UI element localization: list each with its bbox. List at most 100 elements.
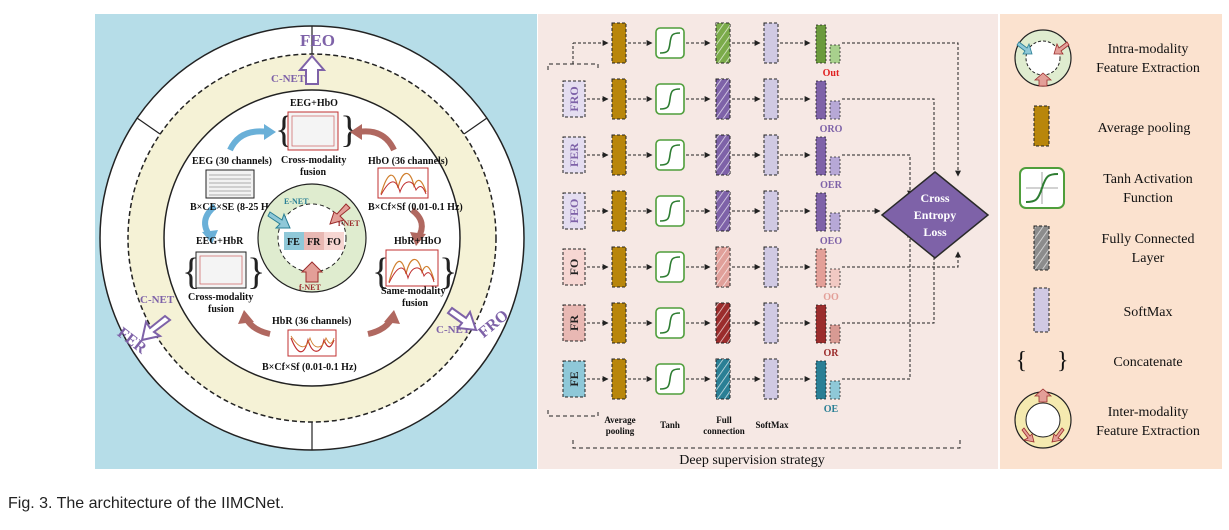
fnet-top-label: f-NET xyxy=(338,219,360,228)
cnet-left-label: C-NET xyxy=(140,294,175,306)
loss-line-3: Loss xyxy=(923,225,947,239)
legend-pool-label: Average pooling xyxy=(1098,121,1191,136)
out-bar-1-3 xyxy=(815,192,827,232)
legend: Intra-modality Feature Extraction Averag… xyxy=(1014,29,1200,449)
legend-pool-icon xyxy=(1033,105,1050,147)
pool-block-1 xyxy=(611,78,627,120)
fusion-1-label: fusion xyxy=(300,167,327,178)
route-loss-4 xyxy=(842,251,961,268)
pool-block-5 xyxy=(611,302,627,344)
out-bar-2-0 xyxy=(829,44,841,64)
tanh-curve-icon-3 xyxy=(659,200,681,222)
pool-block-2 xyxy=(611,134,627,176)
route-loss-2 xyxy=(842,154,913,197)
output-label-1: ORO xyxy=(820,124,843,135)
input-box-3 xyxy=(562,192,586,230)
input-label-3: FEO xyxy=(567,199,581,224)
softmax-block-6 xyxy=(763,358,779,400)
enet-arrow-icon xyxy=(267,211,291,229)
legend-intra-label-2: Feature Extraction xyxy=(1096,61,1200,76)
legend-softmax-icon xyxy=(1033,287,1050,333)
input-label-4: FO xyxy=(567,259,581,276)
route-loss-6 xyxy=(842,231,913,380)
col-fc-label-1: Full xyxy=(716,415,732,425)
out-bar-2-6 xyxy=(829,380,841,400)
input-label-5: FR xyxy=(567,315,581,331)
legend-softmax-label: SoftMax xyxy=(1124,305,1173,320)
fe-label: FE xyxy=(287,237,300,248)
col-softmax-label: SoftMax xyxy=(756,420,789,430)
hbr-channels-label: HbR (36 channels) xyxy=(272,316,351,327)
col-tanh-label: Tanh xyxy=(660,420,680,430)
out-bar-2-5 xyxy=(829,324,841,344)
input-brace-bottom xyxy=(547,410,599,417)
col-pool-label-1: Average xyxy=(604,415,635,425)
out-bar-1-4 xyxy=(815,248,827,288)
out-bar-1-2 xyxy=(815,136,827,176)
fc-hatch-4 xyxy=(716,247,730,287)
col-fc-label-2: connection xyxy=(703,426,745,436)
cross-fusion-2-label: Cross-modality xyxy=(188,292,253,303)
tanh-curve-icon-4 xyxy=(659,256,681,278)
output-label-2: OER xyxy=(820,180,842,191)
output-label-5: OR xyxy=(824,348,840,359)
eeg-hbo-label: EEG+HbO xyxy=(290,98,338,109)
legend-concat-icon: { } xyxy=(1015,348,1068,374)
out-bar-2-1 xyxy=(829,100,841,120)
out-bar-1-6 xyxy=(815,360,827,400)
softmax-block-0 xyxy=(763,22,779,64)
pool-block-3 xyxy=(611,190,627,232)
pool-block-4 xyxy=(611,246,627,288)
out-bar-2-3 xyxy=(829,212,841,232)
route-loss-1 xyxy=(842,98,937,187)
curve-arrow-blue-top-icon xyxy=(227,128,269,152)
eeg-dims-label: B×CE×SE (8-25 Hz) xyxy=(190,202,276,213)
softmax-block-4 xyxy=(763,246,779,288)
input-box-6 xyxy=(562,360,586,398)
input-label-2: FER xyxy=(567,143,581,167)
figure-caption: Fig. 3. The architecture of the IIMCNet. xyxy=(8,495,285,512)
hbr-hbo-label: HbR+HbO xyxy=(394,236,442,247)
fusion-3-label: fusion xyxy=(402,298,429,309)
tanh-curve-icon-6 xyxy=(659,368,681,390)
hbo-channels-label: HbO (36 channels) xyxy=(368,156,448,167)
cnet-left-arrow-icon xyxy=(140,314,172,342)
fnet-bottom-label: f-NET xyxy=(299,283,321,292)
cnet-top-arrow-icon xyxy=(297,54,327,85)
deep-supervision-label: Deep supervision strategy xyxy=(679,453,824,468)
input-box-1 xyxy=(562,80,586,118)
legend-fc-label-1: Fully Connected xyxy=(1102,232,1195,247)
fnet-bottom-arrow-icon xyxy=(300,261,324,283)
bracket-right3-icon: } xyxy=(439,251,457,293)
out-bar-1-0 xyxy=(815,24,827,64)
cnet-top-label: C-NET xyxy=(271,73,306,85)
hbr-dims-label: B×Cf×Sf (0.01-0.1 Hz) xyxy=(262,362,357,373)
fe-box xyxy=(284,232,304,250)
ring-diagram: FEO C-NET C-NET FER C-NET FRO EEG+HbO { … xyxy=(99,25,525,451)
output-label-4: OO xyxy=(823,292,839,303)
enet-label: E-NET xyxy=(284,197,309,206)
fusion-2-label: fusion xyxy=(208,304,235,315)
loss-diamond xyxy=(880,171,990,259)
fc-hatch-1 xyxy=(716,79,730,119)
legend-tanh-label-2: Function xyxy=(1123,191,1173,206)
out-bar-2-2 xyxy=(829,156,841,176)
pool-block-0 xyxy=(611,22,627,64)
fo-box xyxy=(324,232,344,250)
input-label-6: FE xyxy=(567,371,581,386)
tanh-curve-icon-1 xyxy=(659,88,681,110)
fo-label: FO xyxy=(327,237,341,248)
fusion-thumb-top xyxy=(287,111,339,151)
hbo-dims-label: B×Cf×Sf (0.01-0.1 Hz) xyxy=(368,202,463,213)
output-label-3: OEO xyxy=(820,236,842,247)
softmax-block-3 xyxy=(763,190,779,232)
loss-line-1: Cross xyxy=(920,191,949,205)
cross-entropy-loss: Cross Entropy Loss xyxy=(880,171,990,259)
architecture-diagram: FEO C-NET C-NET FER C-NET FRO EEG+HbO { … xyxy=(95,14,1222,469)
legend-inter-label-1: Inter-modality xyxy=(1108,405,1189,420)
legend-tanh-label-1: Tanh Activation xyxy=(1103,172,1193,187)
fnet-top-arrow-icon xyxy=(329,203,351,225)
input-box-4 xyxy=(562,248,586,286)
softmax-block-2 xyxy=(763,134,779,176)
feo-label: FEO xyxy=(300,31,335,50)
